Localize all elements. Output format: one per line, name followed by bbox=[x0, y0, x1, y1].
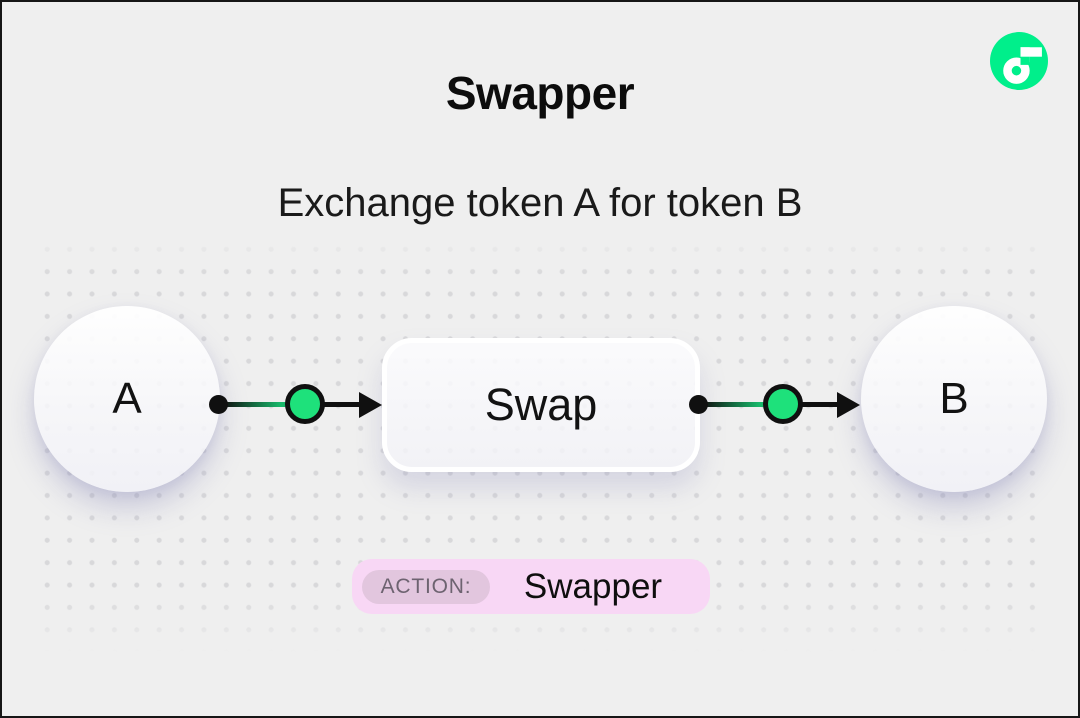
arrowhead-icon bbox=[359, 392, 382, 418]
connector-start-dot bbox=[689, 395, 708, 414]
connector-green-node bbox=[763, 384, 803, 424]
swap-node: Swap bbox=[382, 338, 700, 472]
action-badge-label: ACTION: bbox=[362, 569, 490, 604]
token-b-node: B bbox=[861, 306, 1047, 492]
swap-label: Swap bbox=[484, 379, 598, 430]
flow-logo-icon bbox=[990, 32, 1048, 90]
connector-green-node bbox=[285, 384, 325, 424]
page-subtitle: Exchange token A for token B bbox=[277, 181, 803, 225]
connector-line bbox=[698, 402, 786, 407]
token-b-label: B bbox=[939, 374, 969, 423]
connector-line bbox=[308, 402, 360, 407]
action-badge-value: Swapper bbox=[523, 566, 663, 606]
token-a-label: A bbox=[112, 374, 142, 423]
connector-line bbox=[786, 402, 838, 407]
arrowhead-icon bbox=[837, 392, 860, 418]
connector-line bbox=[218, 402, 308, 407]
action-badge: ACTION: Swapper bbox=[352, 559, 710, 614]
page-title: Swapper bbox=[445, 67, 635, 119]
connector-start-dot bbox=[209, 395, 228, 414]
token-a-node: A bbox=[34, 306, 220, 492]
